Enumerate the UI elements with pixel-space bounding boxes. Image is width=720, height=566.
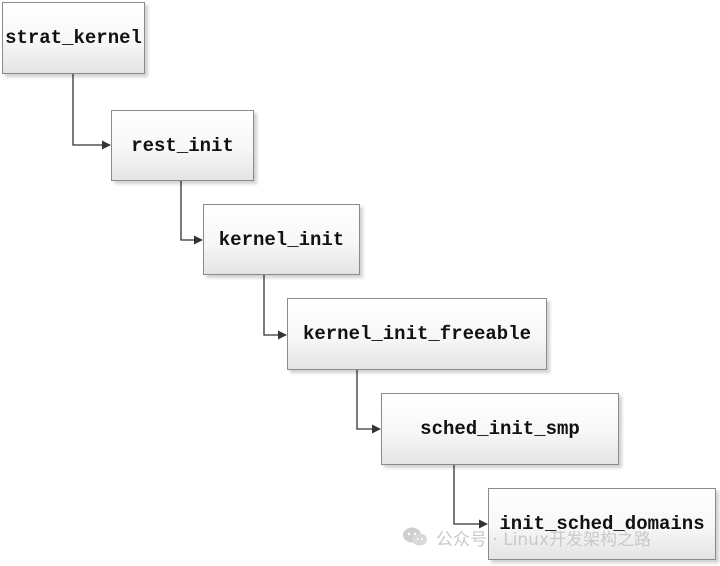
connector-kernel-init-freeable-to-sched-init-smp [356,370,381,434]
watermark: 公众号 · Linux开发架构之路 [402,525,652,550]
connector-kernel-init-to-kernel-init-freeable [263,275,287,340]
wechat-icon [402,526,428,548]
watermark-text: 公众号 · Linux开发架构之路 [436,529,652,550]
node-strat-kernel: strat_kernel [2,2,145,74]
node-init-sched-domains: init_sched_domains [488,488,716,560]
connector-rest-init-to-kernel-init [180,181,203,245]
node-kernel-init-freeable: kernel_init_freeable [287,298,547,370]
node-kernel-init: kernel_init [203,204,360,275]
connector-sched-init-smp-to-init-sched-domains [453,465,488,529]
connector-strat-kernel-to-rest-init [72,74,111,150]
node-rest-init: rest_init [111,110,254,181]
node-sched-init-smp: sched_init_smp [381,393,619,465]
